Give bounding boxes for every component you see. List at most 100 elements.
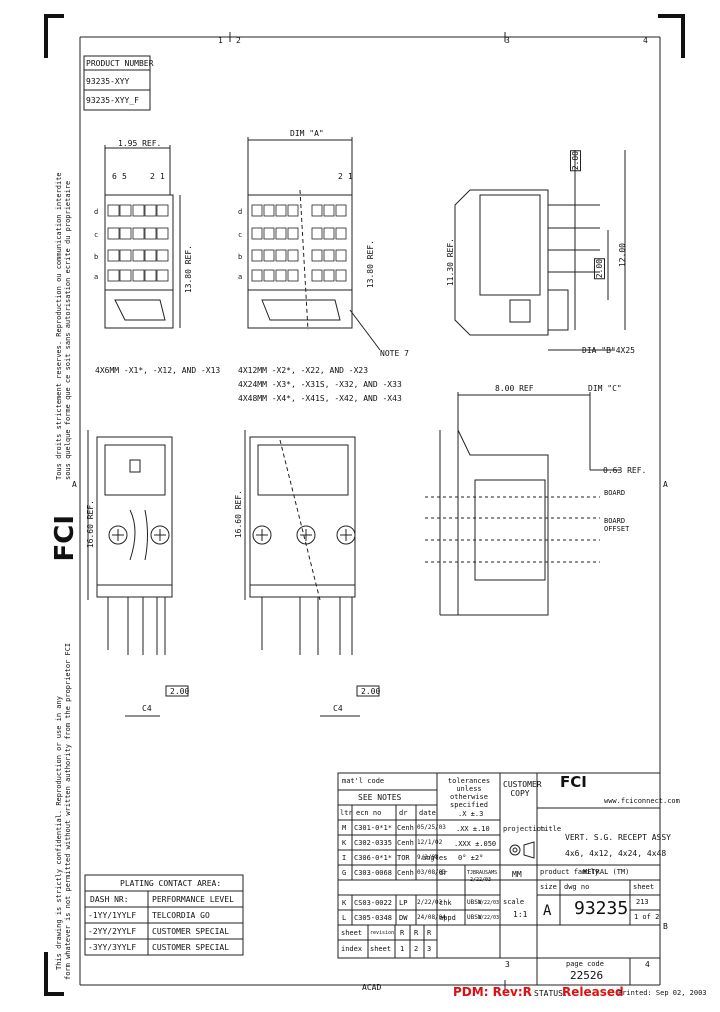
zone-top-3: 3 bbox=[505, 36, 510, 45]
index-2: 2 bbox=[414, 945, 419, 953]
rev-row-6-ecn: C305-0348 bbox=[354, 914, 392, 922]
zone-top-4: 4 bbox=[643, 36, 648, 45]
tol-angles-label: angles bbox=[422, 854, 448, 862]
dim-1200: 12.00 bbox=[618, 243, 627, 268]
rev-row-1-ecn: C301-0*1* bbox=[354, 824, 392, 832]
corner-mark-tr bbox=[681, 14, 685, 58]
variant-note-4x24: 4X24MM -X3*, -X31S, -X32, AND -X33 bbox=[238, 380, 402, 389]
drawing-title-line-2: 4x6, 4x12, 4x24, 4x48 bbox=[565, 849, 667, 858]
zone-bottom-4: 4 bbox=[645, 960, 650, 969]
index-label: index bbox=[341, 945, 363, 953]
scale-label: scale bbox=[503, 898, 525, 906]
row-label-a-mid: a bbox=[238, 273, 243, 281]
corner-mark-tl-h bbox=[44, 14, 64, 18]
sheet-rev-1: R bbox=[400, 929, 405, 937]
units: MM bbox=[512, 870, 522, 879]
sheet-label: sheet bbox=[633, 883, 655, 891]
index-1: 1 bbox=[400, 945, 405, 953]
dim-200-top: 2.00 bbox=[570, 150, 581, 172]
plating-col-dash: DASH NR: bbox=[90, 895, 129, 904]
dim-800-ref: 8.00 REF bbox=[495, 384, 534, 393]
signoff-appd-date: 2/22/03 bbox=[478, 915, 500, 921]
plating-title: PLATING CONTACT AREA: bbox=[120, 879, 222, 888]
tol-1-place: .XX ±.10 bbox=[456, 825, 490, 833]
row-label-c: c bbox=[94, 231, 99, 239]
acad-label: ACAD bbox=[362, 983, 382, 992]
confidential-note-3: Tous droits strictement reserves. Reprod… bbox=[55, 172, 63, 480]
signoff-dr-name: TJBRAUSAMS bbox=[467, 870, 498, 876]
rev-row-2-dr: Cenh bbox=[397, 839, 414, 847]
plating-row-2-dash: -2YY/2YYLF bbox=[88, 927, 137, 936]
scale-value: 1:1 bbox=[513, 910, 528, 919]
rev-header-ecn: ecn no bbox=[356, 809, 382, 817]
board-label: BOARD bbox=[604, 489, 626, 497]
dia-b-label: DIA "B"4X25 bbox=[582, 346, 635, 355]
dim-1130-ref: 11.30 REF. bbox=[446, 238, 455, 287]
col-label-6: 6 bbox=[112, 172, 117, 181]
variant-note-4x6: 4X6MM -X1*, -X12, AND -X13 bbox=[95, 366, 221, 375]
size-label: size bbox=[540, 883, 557, 891]
row-label-b: b bbox=[94, 253, 99, 261]
variant-note-4x12: 4X12MM -X2*, -X22, AND -X23 bbox=[238, 366, 369, 375]
rev-row-3-dr: TOR bbox=[397, 854, 410, 862]
dim-c4-left: C4 bbox=[142, 704, 152, 713]
rev-row-3-date: 9/3/98 bbox=[417, 854, 439, 861]
sheet-rev-2: R bbox=[414, 929, 419, 937]
dim-200-bl: 2.00 bbox=[170, 687, 190, 696]
plating-row-3-dash: -3YY/3YYLF bbox=[88, 943, 137, 952]
zone-bottom-3: 3 bbox=[505, 960, 510, 969]
zone-side-a-right: A bbox=[663, 480, 668, 489]
row-label-c-mid: c bbox=[238, 231, 243, 239]
rev-row-1-dr: Cenh bbox=[397, 824, 414, 832]
rev-row-2-date: 12/1/02 bbox=[417, 839, 443, 846]
product-number-header: PRODUCT NUMBER bbox=[86, 59, 154, 68]
status-value: Released bbox=[562, 985, 624, 999]
dim-c-label: DIM "C" bbox=[588, 384, 622, 393]
matl-code-label: mat'l code bbox=[342, 777, 385, 785]
signoff-dr-label: dr bbox=[439, 869, 448, 877]
plating-row-1-perf: TELCORDIA GO bbox=[152, 911, 210, 920]
dim-200-bm: 2.00 bbox=[361, 687, 381, 696]
confidential-note-4: sous quelque forme que ce soit sans auto… bbox=[64, 180, 72, 480]
board-offset-label: BOARD OFFSET bbox=[604, 517, 630, 533]
zone-side-b-right: B bbox=[663, 922, 668, 931]
rev-header-dr: dr bbox=[399, 809, 408, 817]
dim-c4-mid: C4 bbox=[333, 704, 343, 713]
page-code-value: 22526 bbox=[570, 969, 604, 982]
product-family-label: product family bbox=[540, 868, 600, 876]
page-code-label: page code bbox=[566, 960, 604, 968]
corner-mark-bl-h bbox=[44, 992, 64, 996]
fci-url: www.fciconnect.com bbox=[604, 797, 680, 805]
dim-1380-ref-mid: 13.80 REF. bbox=[366, 240, 375, 289]
rev-row-2-ltr: K bbox=[342, 839, 347, 847]
rev-row-4-ecn: C303-0068 bbox=[354, 869, 392, 877]
fci-title-logo: FCI bbox=[560, 773, 587, 791]
rev-row-6-date: 24/08/04 bbox=[417, 914, 446, 921]
tol-angles: 0° ±2° bbox=[458, 854, 484, 862]
row-label-d: d bbox=[94, 208, 99, 216]
product-number-row-1: 93235-XYY bbox=[86, 77, 130, 86]
see-notes: SEE NOTES bbox=[358, 793, 402, 802]
dim-200-mid: 2.00 bbox=[594, 258, 605, 280]
rev-header-ltr: ltr bbox=[340, 809, 353, 817]
zone-side-a-left: A bbox=[72, 480, 77, 489]
rev-row-4-date: 03/08/03 bbox=[417, 869, 446, 876]
drawing-title-line-1: VERT. S.G. RECEPT ASSY bbox=[565, 833, 671, 842]
dim-063-ref: 0.63 REF. bbox=[603, 466, 647, 475]
fci-logo: FCI bbox=[50, 515, 80, 562]
zone-top-2: 2 bbox=[236, 36, 241, 45]
variant-note-4x48: 4X48MM -X4*, -X41S, -X42, AND -X43 bbox=[238, 394, 402, 403]
tol-2-place: .XXX ±.050 bbox=[454, 840, 497, 848]
rev-row-1-date: 05/25/03 bbox=[417, 824, 446, 831]
size-value: A bbox=[543, 903, 552, 919]
product-number-row-2: 93235-XYY_F bbox=[86, 96, 139, 105]
signoff-chk-name: UBSW bbox=[467, 899, 482, 906]
printed-date: Printed: Sep 02, 2003 bbox=[618, 989, 707, 997]
pdm-rev: PDM: Rev:R bbox=[453, 985, 532, 999]
product-family-value: METRAL (TM) bbox=[583, 868, 630, 876]
corner-mark-bl bbox=[44, 952, 48, 996]
row-label-d-mid: d bbox=[238, 208, 243, 216]
confidential-note-2: form whatever is not permitted without w… bbox=[64, 642, 72, 980]
signoff-appd-label: appd bbox=[439, 914, 456, 922]
